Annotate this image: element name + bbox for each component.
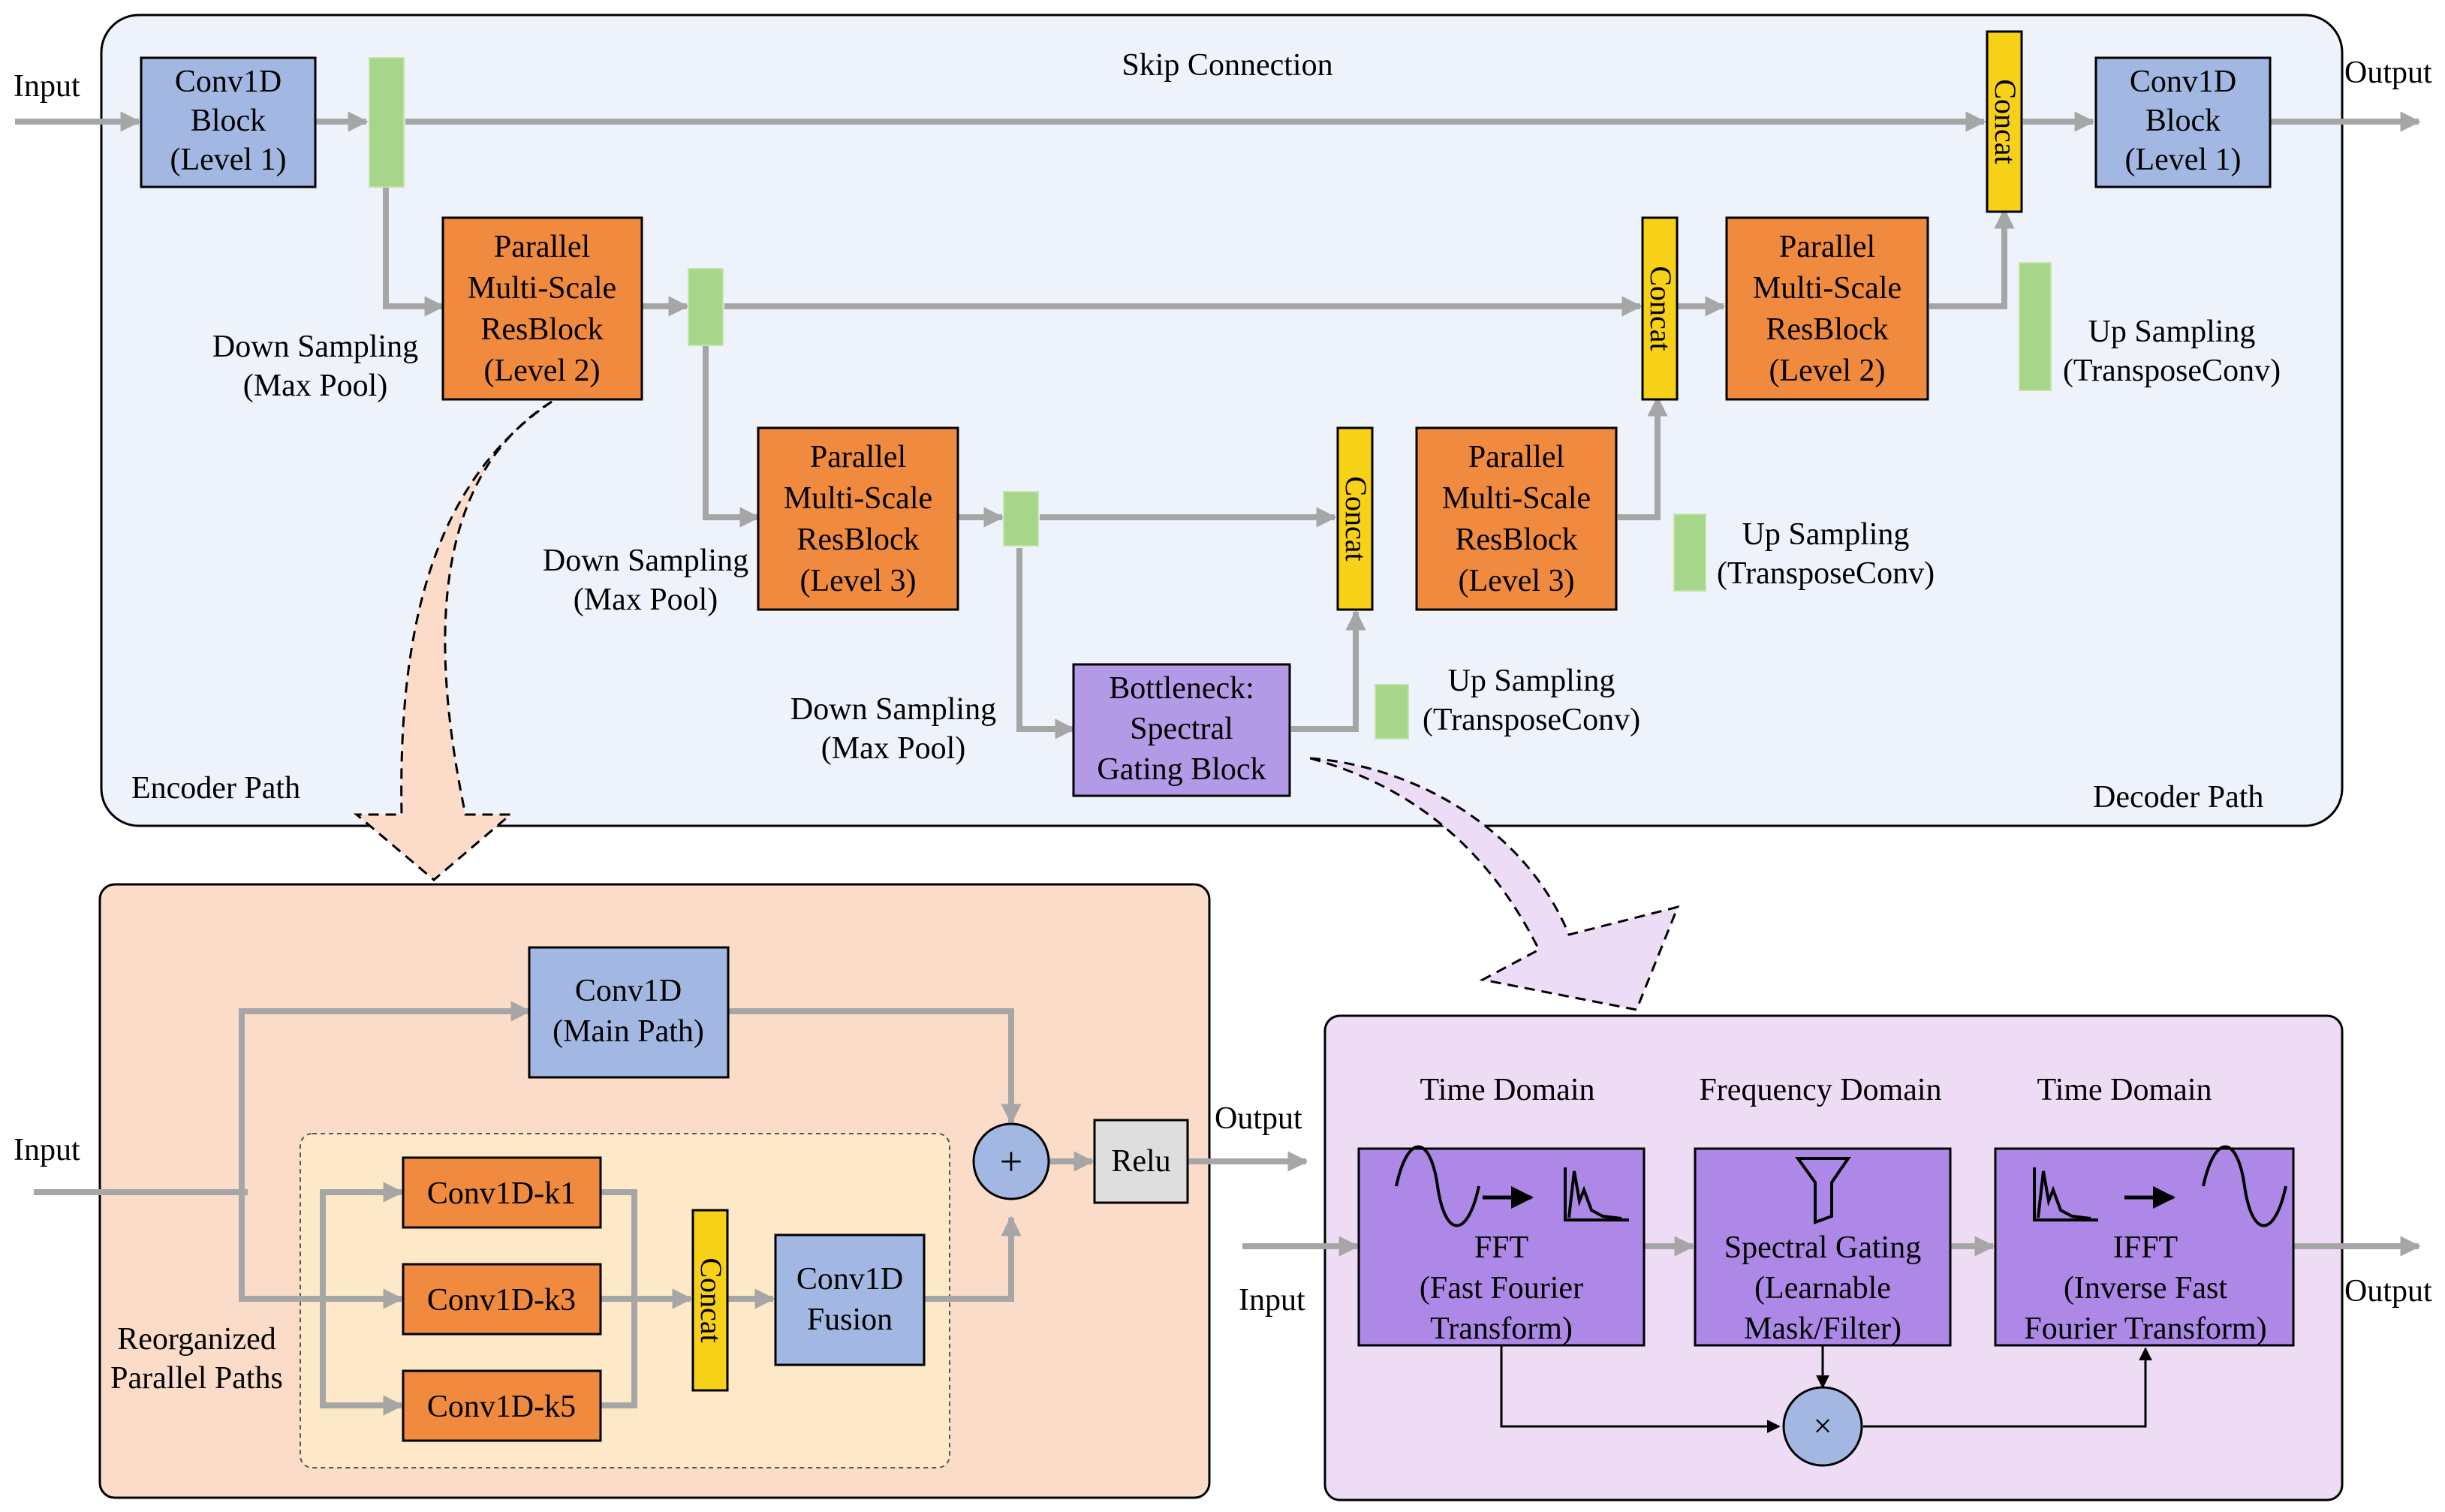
down-sampling-label-bottleneck: Down Sampling(Max Pool): [790, 692, 996, 766]
resblock-decoder-l2: [1725, 216, 1929, 401]
skip-connector-l2: [688, 268, 724, 346]
up-sampling-label-l3: Up Sampling(TransposeConv): [1423, 664, 1640, 737]
top-input-label: Input: [14, 69, 80, 104]
conv1d-k5-label: Conv1D-k5: [427, 1390, 576, 1424]
up-sampling-label-l2: Up Sampling(TransposeConv): [1717, 517, 1935, 591]
concat-label-l1: Concat: [1989, 79, 2022, 164]
frequency-domain-label: Frequency Domain: [1699, 1073, 1941, 1107]
conv1d-fusion-block: [774, 1233, 926, 1366]
spectrum-icon: [1564, 1167, 1629, 1221]
sine-wave-icon: [2202, 1145, 2287, 1227]
conv1d-k1-block: [402, 1156, 602, 1229]
concat-label-l2: Concat: [1644, 266, 1678, 351]
resblock-decoder-l3: [1415, 426, 1618, 611]
conv1d-k3-block: [402, 1263, 602, 1336]
conv1d-main-path-block: [528, 946, 730, 1079]
spectral-gating-block: [1694, 1147, 1952, 1347]
multiply-icon: [1782, 1386, 1863, 1467]
conv1d-block-encoder: [140, 56, 317, 188]
gating-output-label: Output: [2344, 1274, 2432, 1309]
skip-connector-l3: [1003, 491, 1039, 547]
conv1d-k1-label: Conv1D-k1: [427, 1176, 576, 1211]
resblock-callout-arrow: [353, 400, 553, 881]
fft-block: [1357, 1147, 1646, 1347]
detail-concat-block: [691, 1209, 729, 1392]
top-output-label: Output: [2344, 56, 2432, 90]
time-domain-label-1: Time Domain: [1420, 1073, 1595, 1107]
concat-block-l3: [1336, 426, 1374, 611]
down-sampling-label-l2: Down Sampling(Max Pool): [212, 330, 418, 403]
filter-funnel-icon: [1795, 1157, 1851, 1224]
resblock-encoder-l2: [441, 216, 643, 401]
upsample-connector-l2: [1673, 514, 1706, 592]
time-domain-label-2: Time Domain: [2037, 1073, 2212, 1107]
sine-wave-icon: [1395, 1145, 1480, 1227]
detail-concat-label: Concat: [694, 1257, 728, 1342]
concat-block-l2: [1641, 216, 1679, 401]
resblock-input-label: Input: [14, 1133, 80, 1167]
concat-label-l3: Concat: [1339, 476, 1373, 561]
up-sampling-label-l1: Up Sampling(TransposeConv): [2063, 315, 2281, 388]
conv1d-block-decoder: [2094, 56, 2272, 188]
spectrum-icon: [2033, 1167, 2098, 1221]
resblock-encoder-l3: [757, 426, 959, 611]
concat-block-l1: [1986, 30, 2023, 213]
plus-sign: +: [1000, 1139, 1022, 1184]
relu-label: Relu: [1111, 1144, 1170, 1179]
skip-connector-l1: [369, 57, 405, 188]
gating-input-label: Input: [1239, 1283, 1305, 1318]
plus-icon: [972, 1122, 1050, 1200]
resblock-output-label: Output: [1215, 1101, 1302, 1136]
relu-block: [1093, 1119, 1189, 1204]
encoder-path-label: Encoder Path: [131, 771, 300, 806]
upsample-connector-l3: [1375, 684, 1409, 739]
skip-connection-label: Skip Connection: [1122, 48, 1332, 83]
bottleneck-block: [1072, 663, 1291, 797]
conv1d-k5-block: [402, 1369, 602, 1442]
down-sampling-label-l3: Down Sampling(Max Pool): [543, 544, 748, 617]
bottleneck-callout-arrow: [1309, 757, 1680, 1011]
conv1d-k3-label: Conv1D-k3: [427, 1283, 576, 1318]
multiply-sign: ×: [1814, 1408, 1832, 1444]
decoder-path-label: Decoder Path: [2093, 780, 2263, 815]
upsample-connector-l1: [2019, 262, 2052, 391]
conv1d-main-path-label: Conv1D(Main Path): [553, 974, 704, 1049]
